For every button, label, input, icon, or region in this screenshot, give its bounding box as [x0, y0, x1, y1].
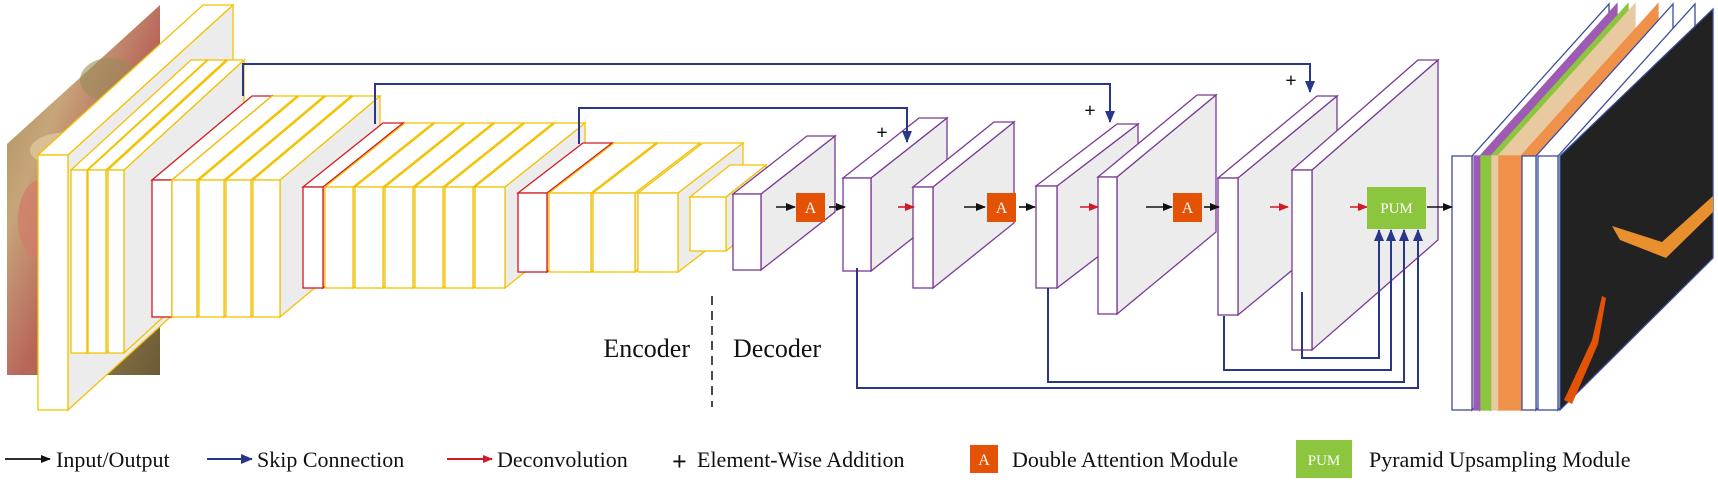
output-layer-front — [1480, 155, 1492, 411]
legend-skip-label: Skip Connection — [257, 447, 404, 472]
encoder-block-front — [37, 154, 69, 411]
legend-input-output-label: Input/Output — [56, 447, 170, 472]
output-layer-front — [1473, 155, 1481, 411]
skip-connections-top — [242, 63, 1315, 144]
encoder-block-front — [637, 192, 679, 273]
pum-module: PUM — [1367, 187, 1426, 229]
encoder-block-front — [252, 179, 281, 318]
output-layer-front — [1521, 155, 1537, 411]
segmentation-mask — [1559, 7, 1714, 412]
plus-sign: + — [1285, 70, 1296, 92]
legend-attention-label: Double Attention Module — [1012, 447, 1238, 472]
output-layer-front — [1537, 155, 1559, 411]
encoder-block-front — [414, 186, 444, 289]
encoder-block-front — [444, 186, 474, 289]
encoder-block-front — [151, 179, 173, 318]
encoder-block-front — [225, 179, 252, 318]
attention-module: A — [1173, 193, 1202, 222]
output-layer-front — [1451, 155, 1473, 411]
decoder-block-front — [842, 177, 872, 272]
encoder-block-front — [354, 186, 384, 289]
legend: Input/Output Skip Connection Deconvoluti… — [5, 440, 1631, 478]
encoder-block-front — [70, 169, 88, 354]
encoder-block-front — [517, 192, 548, 273]
encoder-block-front — [548, 192, 592, 273]
segmentation-mask-background — [1559, 7, 1714, 412]
attention-module: A — [796, 193, 825, 222]
encoder-block-front — [324, 186, 354, 289]
svg-text:PUM: PUM — [1308, 453, 1341, 469]
feature-map-blocks — [36, 3, 1440, 412]
legend-addition-label: Element-Wise Addition — [697, 447, 904, 472]
decoder-block — [911, 120, 1016, 290]
output-layer-front — [1498, 155, 1522, 411]
svg-text:A: A — [1182, 200, 1194, 217]
encoder-label: Encoder — [603, 334, 690, 363]
legend-deconvolution-label: Deconvolution — [497, 447, 628, 472]
segmented-instrument — [1612, 196, 1713, 258]
pum-input-arrow — [1047, 229, 1409, 383]
decoder-label: Decoder — [733, 334, 821, 363]
decoder-block-front — [912, 186, 934, 289]
decoder-block — [841, 116, 949, 273]
decoder-block-front — [1217, 177, 1239, 316]
segmented-instrument — [1564, 296, 1606, 404]
plus-sign: + — [1084, 100, 1095, 122]
svg-text:A: A — [978, 452, 990, 469]
pum-input-arrow — [1223, 229, 1396, 371]
encoder-block-front — [592, 192, 636, 273]
encoder-block-front — [171, 179, 198, 318]
encoder-block-front — [302, 186, 324, 289]
svg-text:A: A — [996, 200, 1008, 217]
skip-connection-arrow — [578, 107, 912, 144]
encoder-block-front — [198, 179, 225, 318]
legend-attention-icon: A — [970, 445, 998, 473]
output-layer-front — [1491, 155, 1499, 411]
legend-plus-icon: + — [672, 447, 687, 476]
svg-text:PUM: PUM — [1380, 201, 1413, 217]
legend-pum-icon: PUM — [1296, 440, 1352, 478]
decoder-block-front — [1035, 185, 1058, 289]
output-stack — [1451, 2, 1714, 412]
pum-input-arrow — [856, 229, 1423, 389]
encoder-block-front — [107, 169, 125, 354]
skip-connection-arrow — [374, 83, 1115, 124]
svg-text:A: A — [805, 200, 817, 217]
skip-connections-bottom — [856, 229, 1423, 389]
encoder-block-front — [87, 169, 107, 354]
legend-pum-label: Pyramid Upsampling Module — [1369, 447, 1631, 472]
attention-module: A — [987, 193, 1016, 222]
skip-connection-arrow — [242, 63, 1315, 96]
encoder-block-front — [384, 186, 414, 289]
encoder-block-front — [689, 196, 727, 252]
decoder-block-front — [1097, 176, 1118, 315]
pum-input-arrow — [1301, 229, 1384, 359]
encoder-block-front — [474, 186, 506, 289]
plus-sign: + — [876, 122, 887, 144]
decoder-block-front — [732, 193, 762, 271]
